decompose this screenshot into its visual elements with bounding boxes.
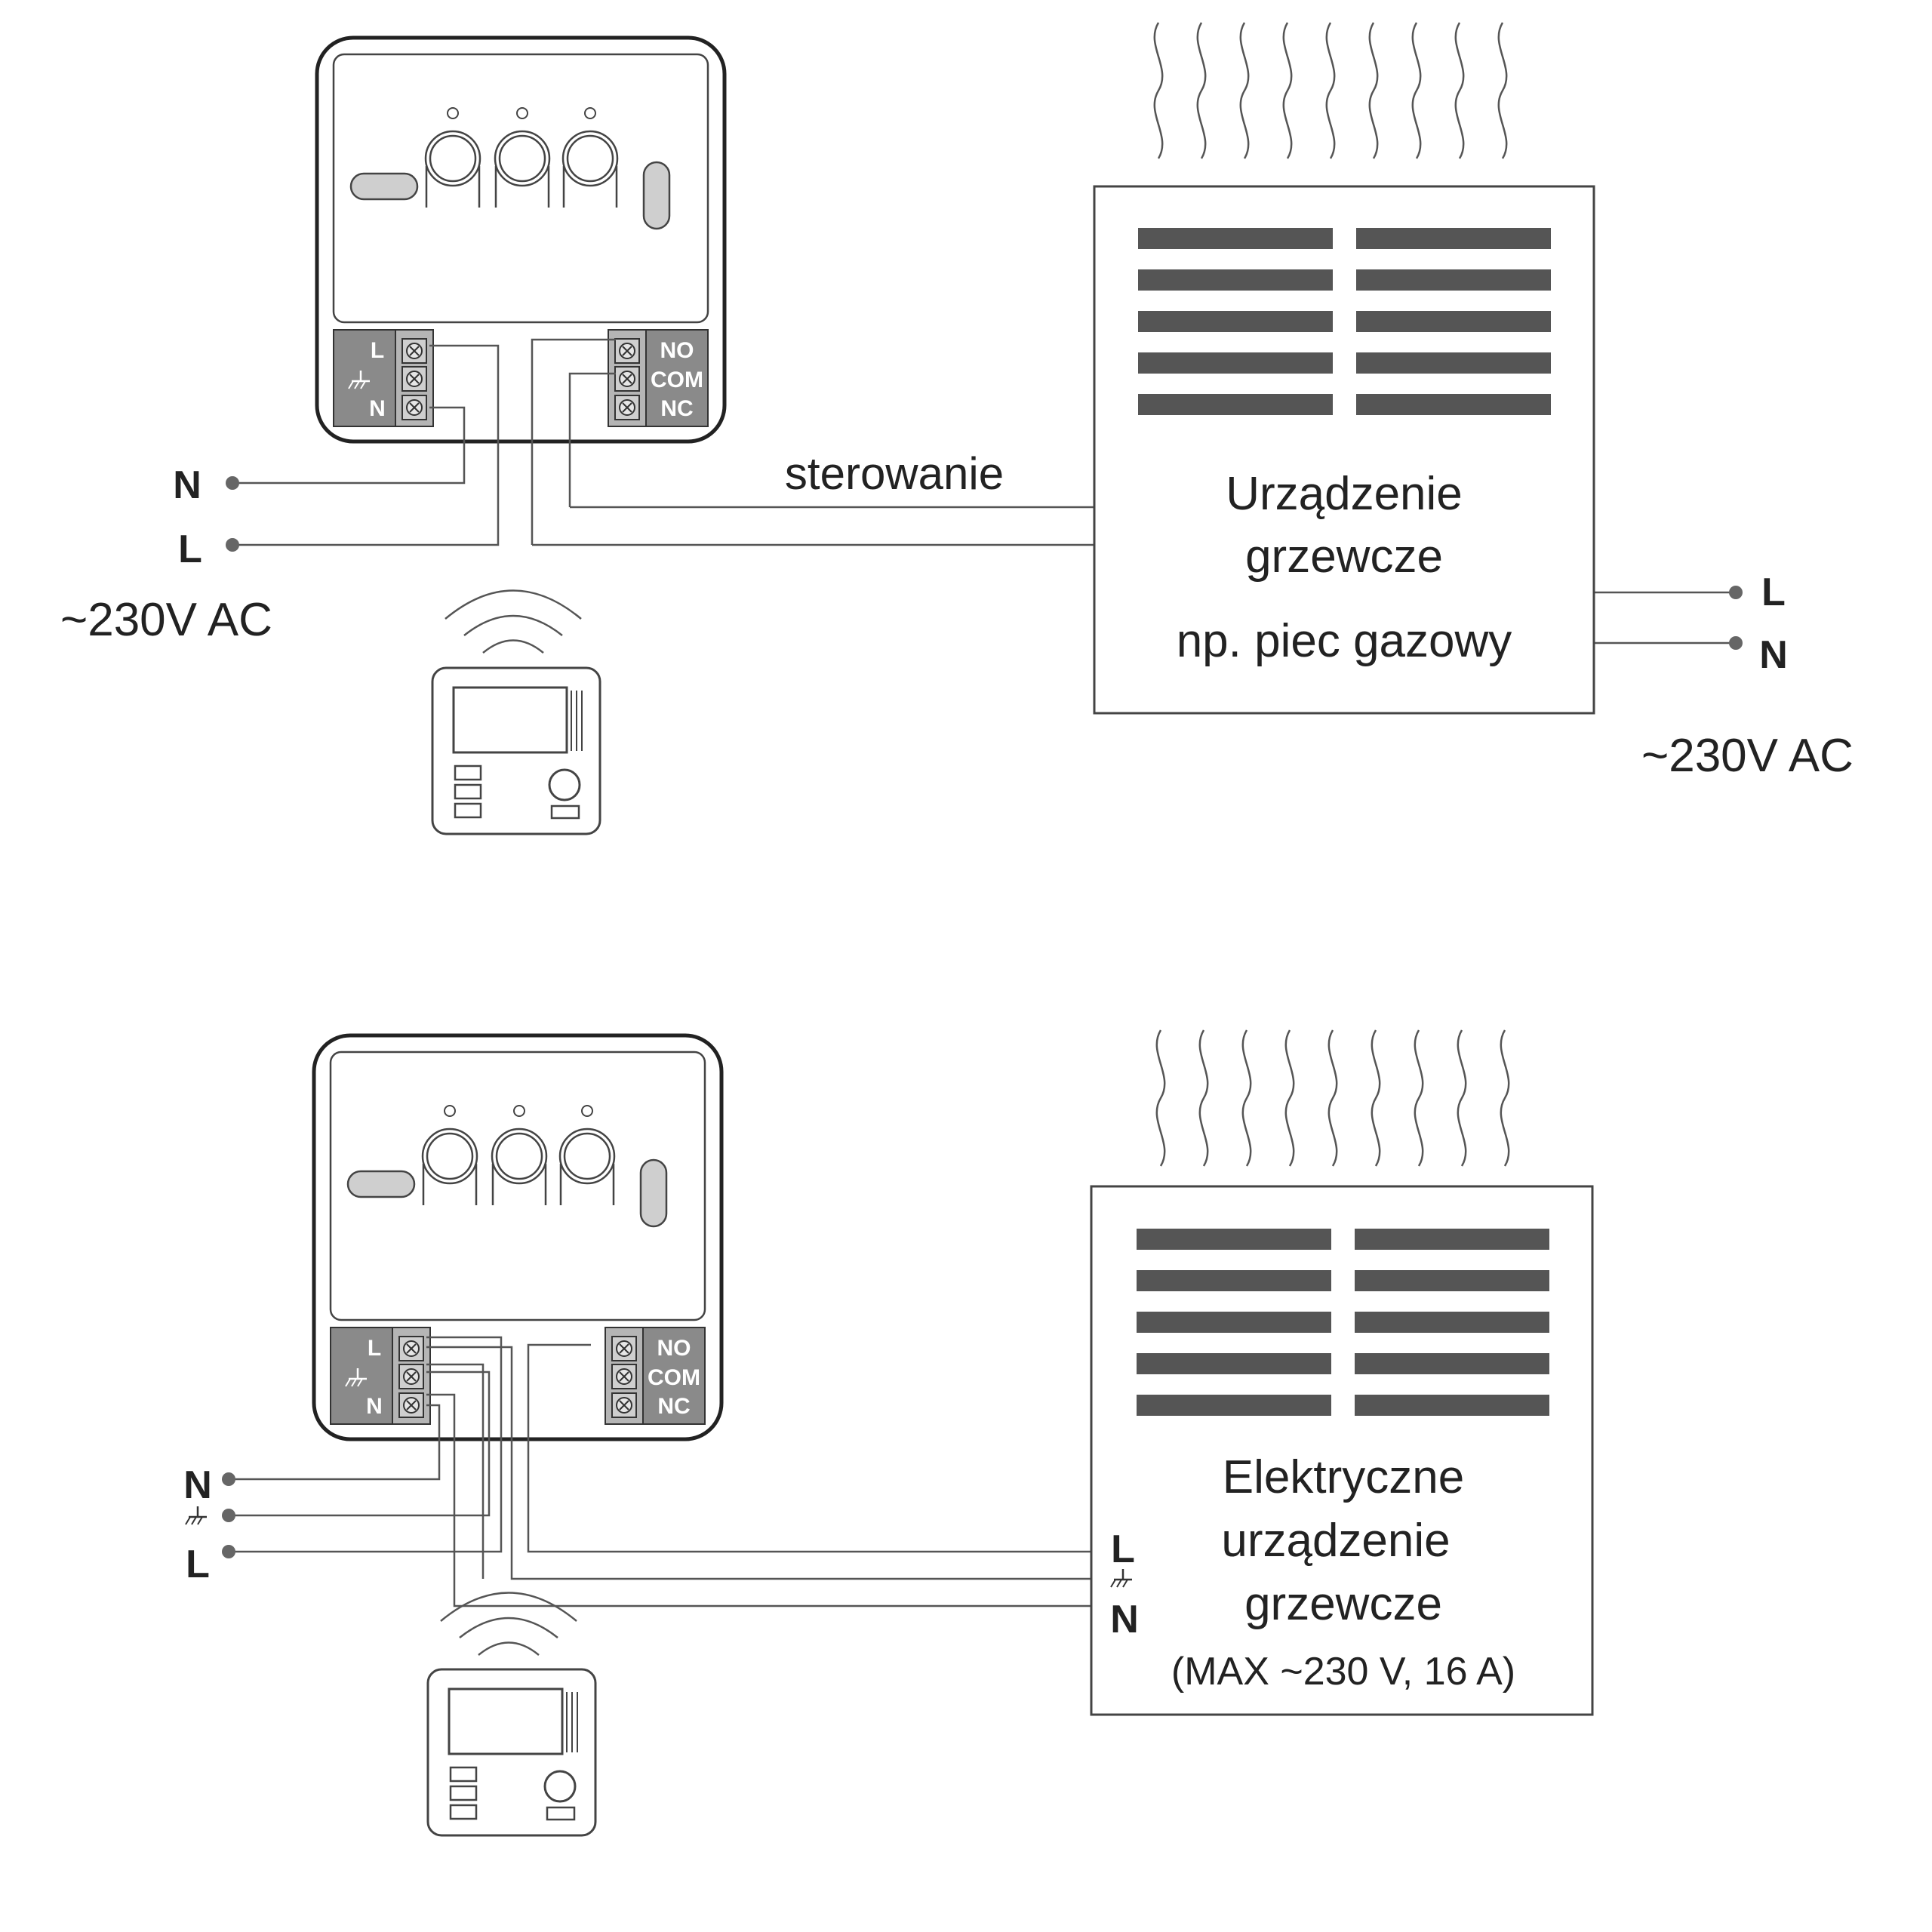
terminal-nc-label: NC [657,1394,690,1419]
supply-l-label: L [186,1543,210,1586]
terminal-l-label: L [368,1336,381,1361]
supply-l-label: L [178,528,202,571]
supply-voltage-label: ~230V AC [60,594,272,646]
earth-icon [184,1505,208,1526]
supply-right-voltage-label: ~230V AC [1641,730,1854,782]
terminal-com-label: COM [651,368,703,392]
terminal-dot-l [226,538,239,552]
heater-input-n-label: N [1110,1598,1139,1641]
wireless-signal-icon [444,589,583,654]
terminal-no-label: NO [657,1336,691,1361]
supply-n-label: N [173,463,202,507]
terminal-nc-label: NC [660,396,693,421]
terminal-no-label: NO [660,338,694,363]
supply-n-label: N [183,1463,212,1507]
heater-1: Urządzenie grzewcze np. piec gazowy [1093,185,1595,715]
heater-title-line1: Urządzenie [1226,468,1463,520]
heater-title-line3: grzewcze [1244,1578,1442,1630]
terminal-l-label: L [371,338,384,363]
relay-module-2: L N NO COM NC [314,1035,721,1439]
heater-subtitle: np. piec gazowy [1177,615,1512,667]
supply-right-l-label: L [1761,571,1786,614]
heater-title-line2: urządzenie [1221,1515,1450,1567]
wires-2 [229,1336,1091,1607]
terminal-n-label: N [366,1394,383,1419]
wires-1 [232,338,1736,645]
thermostat-2 [426,1668,597,1837]
thermostat-1 [431,666,601,835]
heater-rating-label: (MAX ~230 V, 16 A) [1171,1650,1515,1694]
supply-right-n-label: N [1759,633,1788,677]
heater-grille [1137,1229,1549,1416]
control-label: sterowanie [785,448,1004,499]
supply-left-1: N L ~230V AC [60,463,272,646]
terminal-com-label: COM [648,1365,700,1390]
terminal-n-label: N [369,396,386,421]
heater-title-line1: Elektryczne [1223,1451,1464,1503]
heat-waves-1 [1153,21,1508,160]
heater-2: L N Elektryczne urządzenie grzewcze (MAX… [1090,1185,1594,1716]
heater-input-l-label: L [1111,1527,1135,1571]
heat-waves-2 [1155,1029,1510,1168]
heater-grille [1138,228,1551,415]
diagram-2: L N NO COM NC N L [183,1029,1594,1837]
diagram-1: L N NO COM NC N L ~230V AC [60,21,1854,835]
relay-module-1: L N NO COM NC [317,38,724,441]
supply-left-2: N L [183,1463,235,1586]
terminal-dot-n [226,476,239,490]
heater-title-line2: grzewcze [1245,531,1443,583]
wireless-signal-icon [439,1592,578,1657]
supply-right-1: L N ~230V AC [1641,571,1854,782]
